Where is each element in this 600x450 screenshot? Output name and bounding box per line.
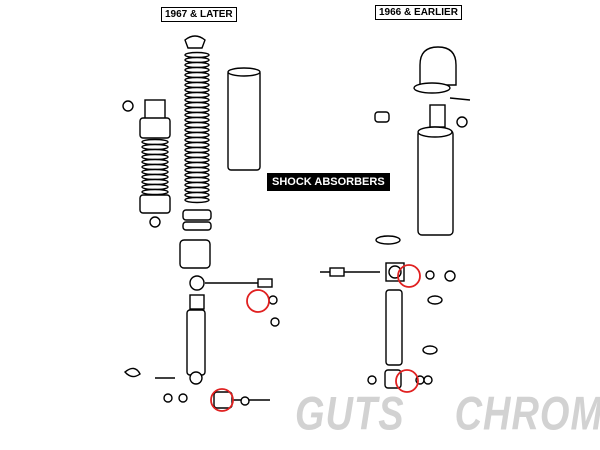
spring-coil (184, 171, 210, 179)
spring-coil (184, 151, 210, 159)
right-shock-rod (385, 289, 403, 366)
spring-coil (141, 158, 169, 166)
dust-cover-tube (227, 69, 261, 171)
left-shock-rod (186, 309, 206, 376)
spring-coil (184, 91, 210, 99)
spring-coil (184, 66, 210, 74)
spring-coil (141, 143, 169, 151)
section-label-1966-earlier: 1966 & EARLIER (375, 5, 462, 20)
highlight-circle (395, 369, 419, 393)
spring-coil (184, 101, 210, 109)
diagram-title: SHOCK ABSORBERS (267, 173, 390, 191)
spring-coil (184, 96, 210, 104)
spring-coil (184, 81, 210, 89)
highlight-circle (397, 264, 421, 288)
spring-coil (184, 131, 210, 139)
spring-coil (141, 153, 169, 161)
spring-coil (141, 173, 169, 181)
spring-coil (184, 61, 210, 69)
spring-coil (184, 186, 210, 194)
spring-coil (184, 181, 210, 189)
spring-coil (141, 138, 169, 146)
spring-coil (184, 56, 210, 64)
spring-coil (184, 191, 210, 199)
spring-coil (184, 161, 210, 169)
spring-coil (141, 188, 169, 196)
spring-coil (184, 126, 210, 134)
spring-coil (184, 86, 210, 94)
section-label-1967-later: 1967 & LATER (161, 7, 237, 22)
spring-clip (184, 35, 206, 49)
coil-spring (184, 51, 210, 204)
left-shock-top (144, 99, 166, 121)
spring-coil (184, 176, 210, 184)
highlighted-bushings (210, 264, 421, 412)
watermark-logo: GUTS CHROME (295, 388, 600, 442)
spring-coil (141, 178, 169, 186)
spring-seat (179, 239, 211, 269)
spring-coil (184, 141, 210, 149)
spring-coil (184, 51, 210, 59)
spring-coil (184, 196, 210, 204)
spring-coil (141, 168, 169, 176)
spring-coil (141, 163, 169, 171)
spring-coil (184, 106, 210, 114)
spring-coil (184, 166, 210, 174)
highlight-circle (246, 289, 270, 313)
spring-coil (184, 121, 210, 129)
highlight-circle (210, 388, 234, 412)
spring-coil (184, 76, 210, 84)
clip (123, 367, 141, 378)
spring-coil (184, 136, 210, 144)
spring-coil (184, 116, 210, 124)
hose-clamp (413, 82, 451, 94)
top-cap (419, 46, 457, 86)
spring-coil (184, 146, 210, 154)
right-shock-body (417, 129, 454, 236)
spring-coil (141, 183, 169, 191)
watermark-word-2: CHROME (454, 388, 600, 441)
spring-coil (184, 111, 210, 119)
spring-coil (141, 148, 169, 156)
spring-coil (184, 156, 210, 164)
watermark-word-1: GUTS (295, 388, 405, 441)
spring-coil (184, 71, 210, 79)
